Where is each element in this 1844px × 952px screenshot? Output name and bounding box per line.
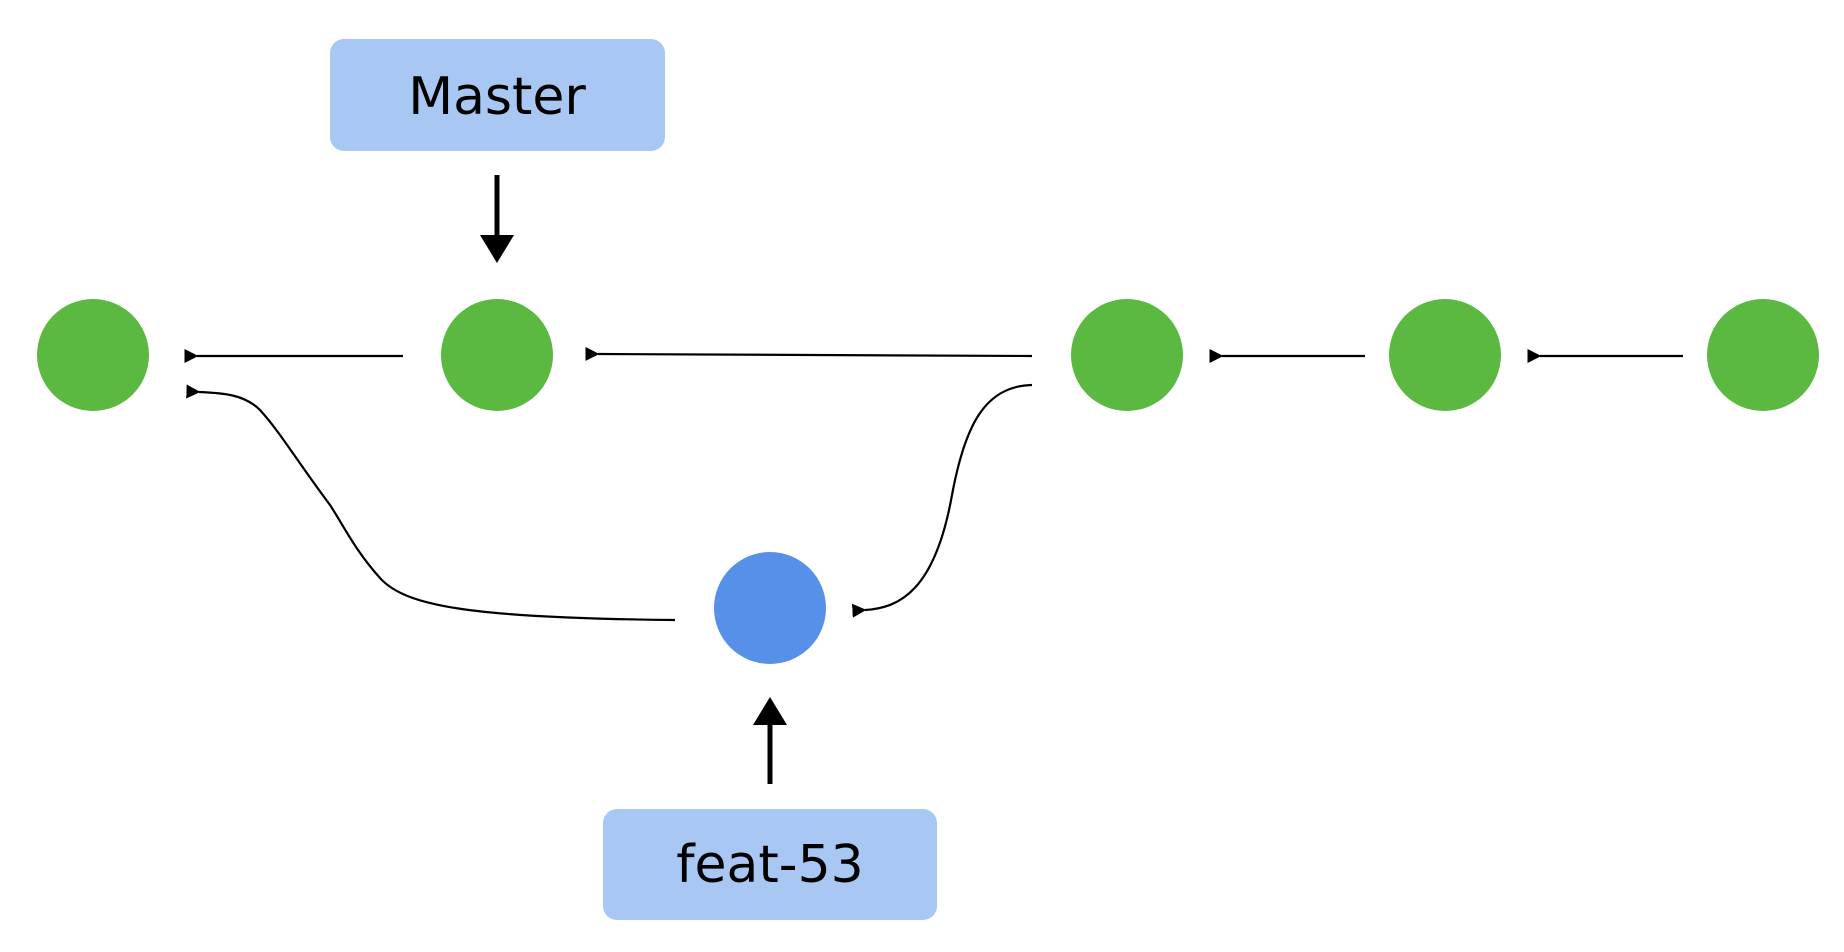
commit-c3[interactable] xyxy=(1071,299,1183,411)
commit-c1[interactable] xyxy=(37,299,149,411)
edge-c3-to-f1 xyxy=(852,383,1033,618)
master-pointer-arrowhead xyxy=(480,235,514,263)
master-label-box[interactable] xyxy=(330,39,665,151)
edge-f1-to-c1 xyxy=(186,384,676,622)
commit-c4[interactable] xyxy=(1389,299,1501,411)
commit-f1[interactable] xyxy=(714,552,826,664)
commit-c5[interactable] xyxy=(1707,299,1819,411)
master-label: Master xyxy=(408,67,586,127)
feature-pointer-arrowhead xyxy=(753,697,787,725)
parent-links xyxy=(184,346,1683,622)
feature-label: feat-53 xyxy=(676,835,863,895)
feature-label-box[interactable] xyxy=(603,809,937,920)
edge-c3-to-c2 xyxy=(585,346,1033,361)
commit-c2[interactable] xyxy=(441,299,553,411)
feature-branch-ref: feat-53 xyxy=(603,697,937,920)
commits xyxy=(37,299,1819,664)
master-branch-ref: Master xyxy=(330,39,665,263)
